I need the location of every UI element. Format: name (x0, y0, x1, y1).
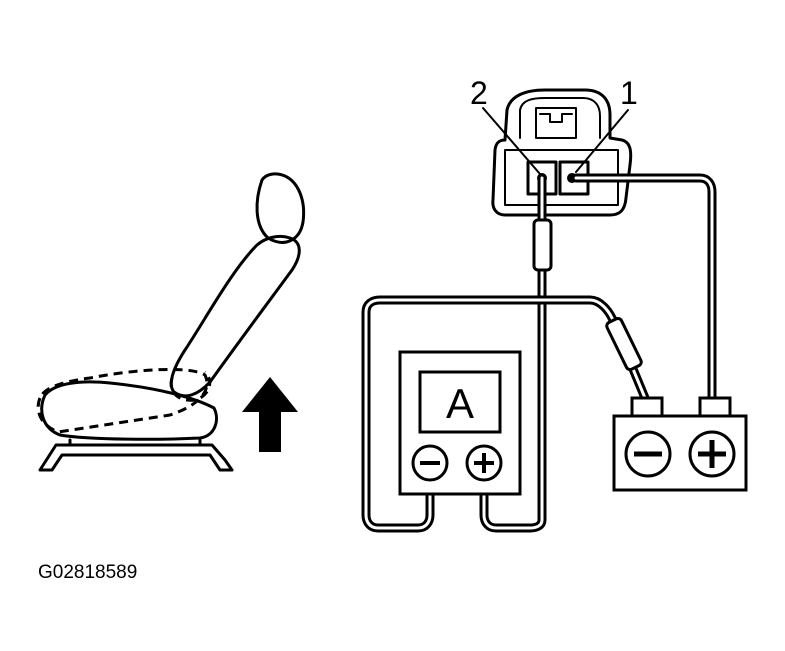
probe-red (532, 218, 553, 272)
terminal-label-2: 2 (470, 75, 488, 111)
figure-code: G02818589 (38, 562, 137, 583)
terminal-label-1: 1 (620, 75, 638, 111)
probe-black (605, 316, 643, 372)
wiring (361, 173, 717, 533)
up-arrow-icon (242, 377, 298, 452)
ammeter-display-label: A (446, 380, 474, 427)
battery (612, 396, 748, 492)
seat-illustration (36, 172, 306, 472)
ammeter (398, 350, 522, 496)
seat-connector (491, 88, 633, 217)
